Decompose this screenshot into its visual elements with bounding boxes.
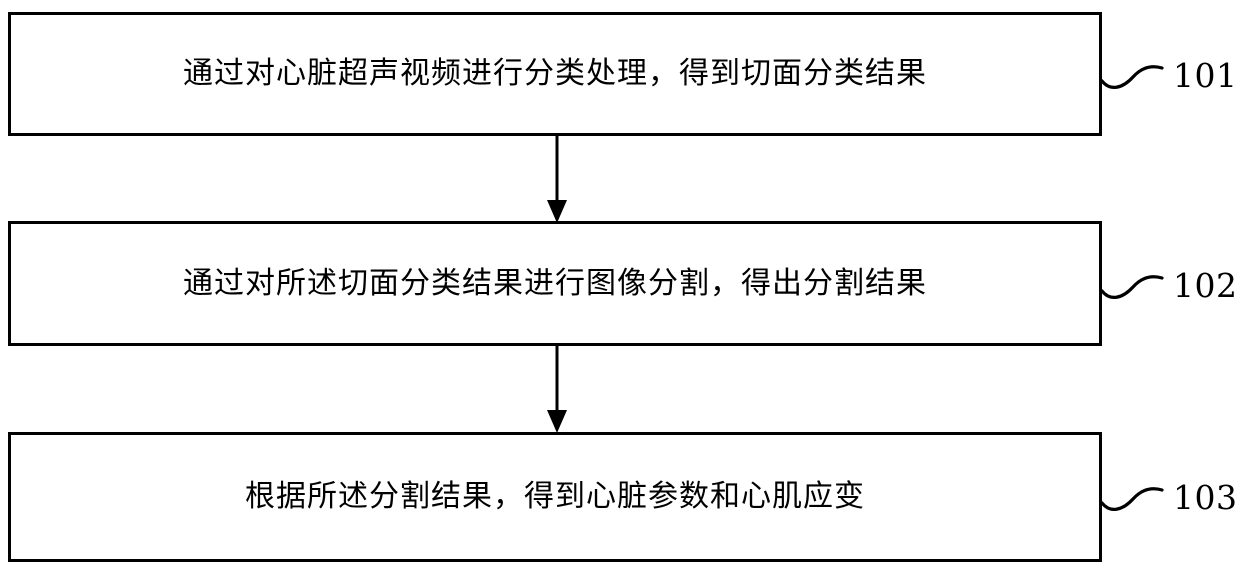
leader-line-icon-101 bbox=[1100, 55, 1176, 95]
leader-line-icon-103 bbox=[1100, 477, 1176, 517]
flowchart-arrow-101-to-102 bbox=[545, 134, 569, 224]
flowchart-arrow-102-to-103 bbox=[545, 344, 569, 434]
flowchart-step-box-103: 根据所述分割结果，得到心脏参数和心肌应变 bbox=[8, 432, 1102, 562]
flowchart-step-box-102: 通过对所述切面分类结果进行图像分割，得出分割结果 bbox=[8, 221, 1102, 346]
flowchart-step-box-101: 通过对心脏超声视频进行分类处理，得到切面分类结果 bbox=[8, 12, 1102, 136]
flowchart-step-text-103: 根据所述分割结果，得到心脏参数和心肌应变 bbox=[245, 479, 865, 515]
step-number-103: 103 bbox=[1173, 478, 1238, 517]
flowchart-step-text-102: 通过对所述切面分类结果进行图像分割，得出分割结果 bbox=[183, 265, 927, 301]
leader-line-icon-102 bbox=[1100, 265, 1176, 305]
flowchart-step-text-101: 通过对心脏超声视频进行分类处理，得到切面分类结果 bbox=[183, 56, 927, 92]
step-number-101: 101 bbox=[1173, 56, 1238, 95]
step-number-102: 102 bbox=[1173, 266, 1238, 305]
